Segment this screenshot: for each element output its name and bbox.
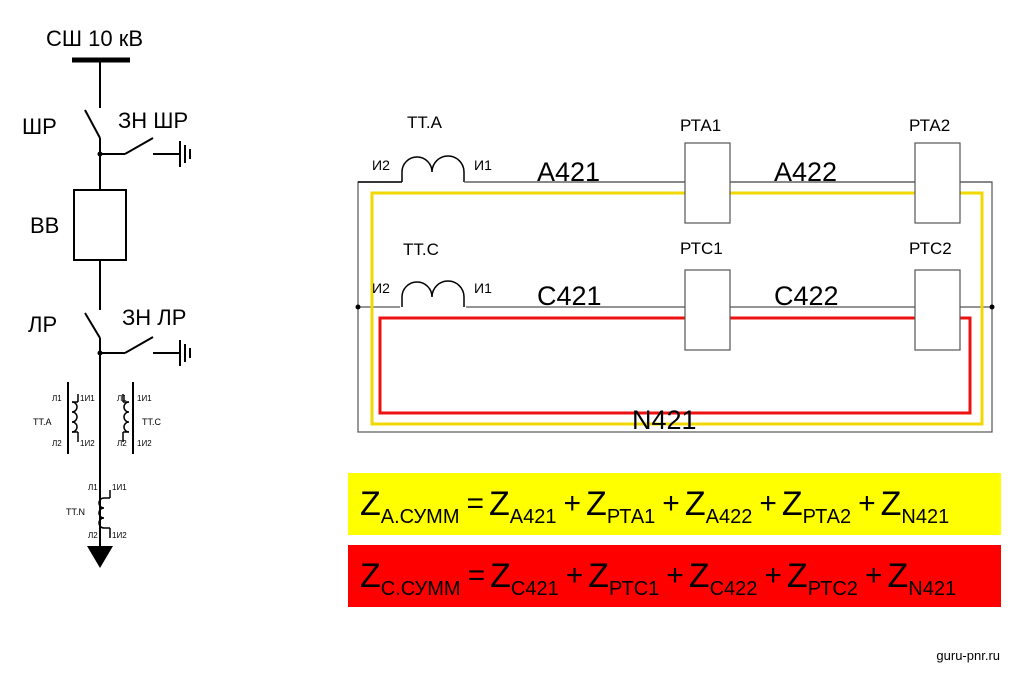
bus-earth-switch-label: ЗН ШР <box>118 108 188 133</box>
line-earth-switch-label: ЗН ЛР <box>122 305 186 330</box>
ct-n-i1-label: 1И1 <box>112 483 127 492</box>
formula-z-symbol: Z <box>887 556 909 595</box>
ct-c-i1-terminal: И1 <box>474 280 492 296</box>
ct-c-i2-label: 1И2 <box>137 439 152 448</box>
ct-n-l2-label: Л2 <box>88 531 98 540</box>
formula-z-symbol: Z <box>781 484 803 523</box>
earth-switch-blade <box>124 336 154 354</box>
formula-z-symbol: Z <box>489 484 510 523</box>
ct-a-l1-label: Л1 <box>52 394 62 403</box>
formula-z-symbol: Z <box>688 556 710 595</box>
ct-a-label: ТТ.А <box>407 113 443 132</box>
formula-operator: + <box>764 559 782 592</box>
formula-operator: = <box>467 559 486 592</box>
ct-a-i2-terminal: И2 <box>372 157 390 173</box>
formula-z-symbol: Z <box>684 484 706 523</box>
wire-a422-label: A422 <box>774 157 837 187</box>
breaker-label: ВВ <box>30 213 59 238</box>
circuit-breaker <box>73 189 127 261</box>
wire-c422-label: C422 <box>774 281 839 311</box>
formula-subscript: C422 <box>709 577 758 600</box>
formula-operator: + <box>666 559 684 592</box>
wire-c421-label: C421 <box>537 281 602 311</box>
wire-n421-label: N421 <box>632 405 697 435</box>
ct-c-label: ТТ.С <box>403 240 439 259</box>
ct-n-symbol <box>98 490 111 538</box>
ct-c-coil-icon <box>400 280 466 310</box>
relay-rtc2 <box>914 269 961 351</box>
formula-subscript: А.СУММ <box>380 505 460 528</box>
relay-rta2 <box>914 142 961 224</box>
earth-switch-blade <box>124 137 154 155</box>
formula-subscript: N421 <box>901 505 950 528</box>
phase-a-loop <box>370 191 984 426</box>
relay-rta1 <box>684 142 731 224</box>
formula-z-symbol: Z <box>880 484 902 523</box>
formula-operator: + <box>864 559 883 592</box>
formula-subscript: РТА2 <box>802 505 852 528</box>
formula-z-symbol: Z <box>360 484 381 523</box>
formula-z-symbol: Z <box>588 556 610 595</box>
formula-subscript: A421 <box>509 505 557 528</box>
formula-z-symbol: Z <box>490 556 511 595</box>
ct-a-coil-icon <box>358 155 992 186</box>
formula-operator: = <box>466 487 485 520</box>
ct-a-i2-label: 1И2 <box>80 439 95 448</box>
relay-rtc2-label: РТС2 <box>909 239 952 258</box>
ground-icon <box>179 340 191 366</box>
ct-a-name-label: ТТ.А <box>33 417 52 427</box>
relay-rta1-label: РТА1 <box>680 116 721 135</box>
single-line-diagram: СШ 10 кВ ШР ЗН ШР ВВ ЛР <box>22 26 191 568</box>
formula-z-symbol: Z <box>360 556 381 595</box>
formula-subscript: РТС1 <box>609 577 660 600</box>
relay-rtc1 <box>684 269 731 351</box>
secondary-circuit: ТТ.А И2 И1 ТТ.С И2 И1 РТА1 РТА2 РТС1 РТС… <box>355 113 995 435</box>
ct-a-symbol <box>67 382 79 454</box>
formula-operator: + <box>858 487 876 520</box>
ct-a-l2-label: Л2 <box>52 439 62 448</box>
relay-rtc1-label: РТС1 <box>680 239 723 258</box>
ct-c-i1-label: 1И1 <box>137 394 152 403</box>
load-arrow-icon <box>87 546 113 568</box>
ct-c-l2-label: Л2 <box>117 439 127 448</box>
bus-disconnector-blade <box>84 109 101 139</box>
formula-z-symbol: Z <box>586 484 607 523</box>
ct-n-i2-label: 1И2 <box>112 531 127 540</box>
junction-dot <box>355 304 361 310</box>
ct-c-name-label: ТТ.С <box>142 417 161 427</box>
formula-operator: + <box>759 487 777 520</box>
bus-disconnector-label: ШР <box>22 114 57 139</box>
formula-subscript: C421 <box>510 577 559 600</box>
junction-dot <box>989 304 995 310</box>
formula-subscript: С.СУММ <box>380 577 461 600</box>
busbar-label: СШ 10 кВ <box>46 26 143 51</box>
ct-a-i1-label: 1И1 <box>80 394 95 403</box>
formula-subscript: РТС2 <box>807 577 858 600</box>
ct-n-l1-label: Л1 <box>88 483 98 492</box>
formula-subscript: РТА1 <box>606 505 656 528</box>
watermark: guru-pnr.ru <box>936 648 1000 663</box>
ct-c-i2-terminal: И2 <box>372 280 390 296</box>
wire-a421-label: A421 <box>537 157 600 187</box>
ground-icon <box>179 141 191 167</box>
phase-c-loop <box>378 316 972 415</box>
ct-c-symbol <box>122 382 134 454</box>
formula-z-symbol: Z <box>786 556 808 595</box>
formula-operator: + <box>662 487 680 520</box>
formula-subscript: A422 <box>705 505 753 528</box>
line-disconnector-blade <box>84 312 101 339</box>
line-disconnector-label: ЛР <box>28 312 57 337</box>
formula-operator: + <box>563 487 582 520</box>
formula-operator: + <box>565 559 584 592</box>
ct-n-name-label: ТТ.N <box>66 507 85 517</box>
ct-a-i1-terminal: И1 <box>474 157 492 173</box>
ct-c-l1-label: Л1 <box>117 394 127 403</box>
relay-rta2-label: РТА2 <box>909 116 950 135</box>
formula-subscript: N421 <box>908 577 957 600</box>
